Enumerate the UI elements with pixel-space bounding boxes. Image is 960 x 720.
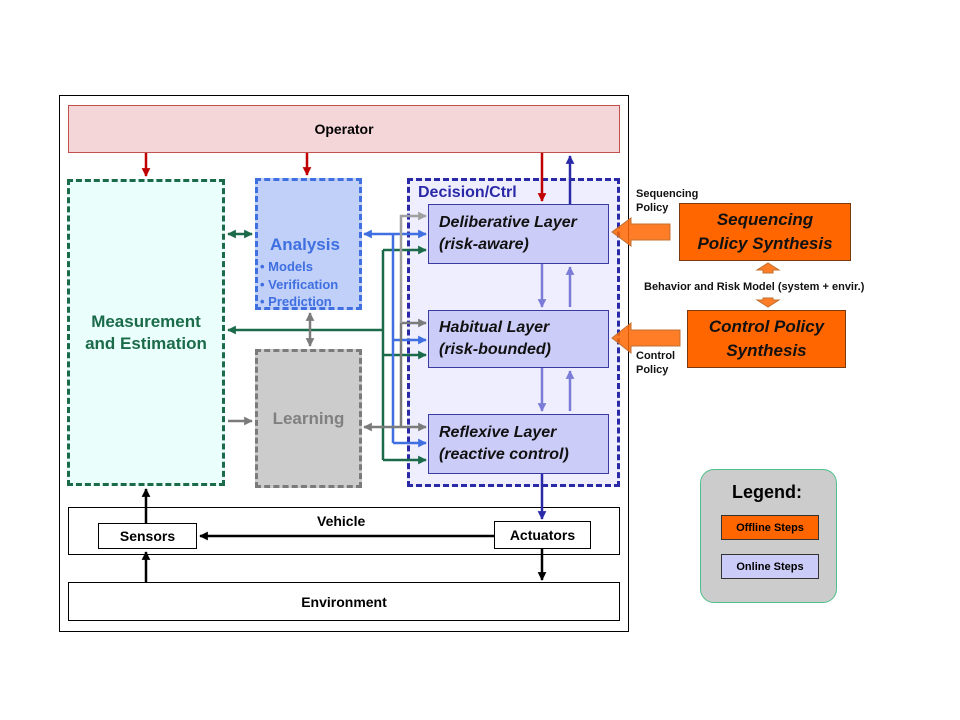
measurement-label-line1: Measurement xyxy=(91,311,201,331)
sequencing-policy-label: Sequencing Policy xyxy=(636,187,698,215)
sensors-label: Sensors xyxy=(119,528,176,544)
deliberative-layer-line1: Deliberative Layer xyxy=(439,214,577,231)
sequencing-policy-line2: Policy xyxy=(636,202,669,214)
learning-to-deliberative-arrow xyxy=(399,211,427,323)
sequencing-synthesis-line1: Sequencing xyxy=(716,210,814,229)
deliberative-layer-line2: (risk-aware) xyxy=(439,236,529,253)
actuators-box: Actuators xyxy=(494,521,591,549)
sequencing-policy-line1: Sequencing xyxy=(636,188,699,200)
measurement-label-line2: and Estimation xyxy=(85,333,207,353)
operator-box: Operator xyxy=(68,105,620,153)
deliberative-layer-box: Deliberative Layer (risk-aware) xyxy=(428,204,609,264)
control-policy-arrow xyxy=(611,321,681,355)
control-policy-synthesis-box: Control Policy Synthesis xyxy=(687,310,846,368)
analysis-box: Analysis • Models • Verification • Predi… xyxy=(255,178,362,310)
analysis-item-prediction: • Prediction xyxy=(260,294,332,309)
measurement-label: Measurement and Estimation xyxy=(85,311,207,355)
analysis-item-verification: • Verification xyxy=(260,276,339,292)
legend-offline-steps: Offline Steps xyxy=(721,515,819,540)
analysis-item-models: • Models xyxy=(260,259,313,274)
legend-online-steps: Online Steps xyxy=(721,554,819,579)
learning-label: Learning xyxy=(272,408,345,428)
measurement-estimation-box: Measurement and Estimation xyxy=(67,179,225,486)
environment-box: Environment xyxy=(68,582,620,621)
legend-offline-label: Offline Steps xyxy=(736,521,804,534)
analysis-title: Analysis xyxy=(270,235,340,254)
analysis-list: • Models • Verification • Prediction xyxy=(260,258,338,311)
actuators-label: Actuators xyxy=(509,527,576,543)
sequencing-synthesis-line2: Policy Synthesis xyxy=(697,234,833,253)
analysis-item-prediction-text: Prediction xyxy=(268,294,332,309)
reflexive-layer-line1: Reflexive Layer xyxy=(439,424,557,441)
control-policy-line1: Control xyxy=(636,350,676,362)
operator-label: Operator xyxy=(314,121,374,137)
analysis-item-verification-text: Verification xyxy=(268,276,339,292)
system-frame xyxy=(59,95,629,632)
learning-box: Learning xyxy=(255,349,362,488)
habitual-layer-line1: Habitual Layer xyxy=(439,319,550,336)
analysis-item-models-text: Models xyxy=(268,259,313,274)
habitual-layer-box: Habitual Layer (risk-bounded) xyxy=(428,310,609,368)
behavior-model-up-arrow xyxy=(755,262,781,274)
sequencing-policy-synthesis-box: Sequencing Policy Synthesis xyxy=(679,203,851,261)
sensors-box: Sensors xyxy=(98,523,197,549)
environment-label: Environment xyxy=(301,593,387,610)
reflexive-layer-line2: (reactive control) xyxy=(439,446,569,463)
control-policy-label: Control Policy xyxy=(636,349,675,377)
decision-ctrl-title: Decision/Ctrl xyxy=(418,184,517,201)
legend-title: Legend: xyxy=(732,482,802,502)
control-policy-line2: Policy xyxy=(636,364,669,376)
control-synthesis-line1: Control Policy xyxy=(708,317,825,336)
control-synthesis-line2: Synthesis xyxy=(726,341,807,360)
legend-online-label: Online Steps xyxy=(736,560,804,573)
vehicle-title: Vehicle xyxy=(317,513,366,529)
sequencing-policy-arrow xyxy=(611,217,671,247)
reflexive-layer-box: Reflexive Layer (reactive control) xyxy=(428,414,609,474)
behavior-model-down-arrow xyxy=(755,297,781,308)
behavior-risk-model-label: Behavior and Risk Model (system + envir.… xyxy=(644,281,865,293)
habitual-layer-line2: (risk-bounded) xyxy=(439,341,551,358)
